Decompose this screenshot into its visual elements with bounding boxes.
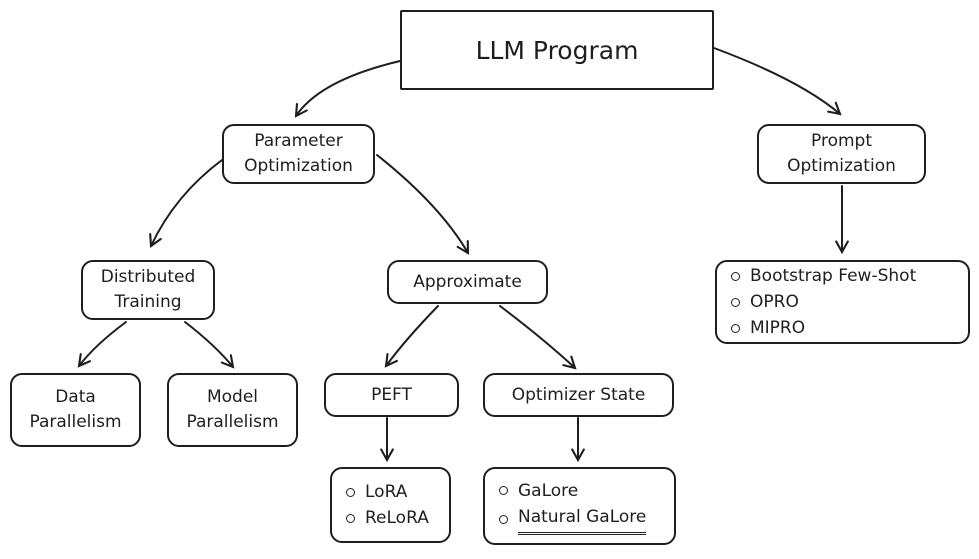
- root-label: LLM Program: [475, 35, 639, 65]
- distributed-training-line1: Distributed: [100, 267, 196, 287]
- prompt-methods-node: Bootstrap Few-Shot OPRO MIPRO: [715, 260, 970, 344]
- optimizer-method-galore: GaLore: [518, 480, 579, 501]
- peft-label: PEFT: [371, 384, 412, 405]
- edge-approximate-to-peft: [384, 305, 439, 368]
- list-item: Bootstrap Few-Shot: [731, 263, 916, 289]
- list-item: ReLoRA: [346, 505, 429, 531]
- prompt-optimization-line2: Optimization: [787, 156, 896, 176]
- list-item: MIPRO: [731, 315, 805, 341]
- model-parallelism-line2: Parallelism: [186, 412, 279, 432]
- distributed-training-line2: Training: [114, 292, 182, 312]
- prompt-method-bootstrap: Bootstrap Few-Shot: [750, 266, 917, 286]
- data-parallelism-line1: Data: [55, 387, 96, 407]
- distributed-training-node: Distributed Training: [81, 260, 215, 320]
- peft-method-lora: LoRA: [365, 482, 408, 502]
- peft-node: PEFT: [324, 373, 459, 417]
- optimizer-methods-node: GaLore Natural GaLore: [483, 467, 676, 545]
- parameter-optimization-line2: Optimization: [244, 156, 353, 176]
- optimizer-state-label: Optimizer State: [511, 384, 646, 405]
- bullet-icon: [499, 514, 508, 524]
- edge-parameter-to-approximate: [376, 154, 470, 255]
- approximate-label: Approximate: [413, 271, 522, 292]
- bullet-icon: [731, 271, 740, 281]
- parameter-optimization-node: Parameter Optimization: [222, 124, 375, 184]
- optimizer-state-node: Optimizer State: [483, 373, 674, 417]
- edge-distributed-to-data-parallelism: [77, 321, 127, 368]
- list-item: GaLore: [499, 478, 578, 504]
- list-item: Natural GaLore: [499, 504, 647, 535]
- parameter-optimization-line1: Parameter: [254, 131, 343, 151]
- model-parallelism-line1: Model: [206, 387, 259, 407]
- data-parallelism-node: Data Parallelism: [10, 373, 141, 447]
- prompt-method-opro: OPRO: [750, 292, 799, 312]
- prompt-optimization-line1: Prompt: [811, 131, 872, 151]
- list-item: LoRA: [346, 479, 407, 505]
- peft-method-relora: ReLoRA: [365, 508, 429, 528]
- approximate-node: Approximate: [387, 260, 548, 304]
- edge-distributed-to-model-parallelism: [184, 321, 235, 369]
- edge-approximate-to-optimizer-state: [499, 305, 577, 370]
- optimizer-method-natural-galore: Natural GaLore: [518, 504, 647, 535]
- bullet-icon: [731, 297, 740, 307]
- prompt-optimization-node: Prompt Optimization: [757, 124, 926, 184]
- bullet-icon: [731, 323, 740, 333]
- prompt-method-mipro: MIPRO: [750, 318, 806, 338]
- edge-root-to-prompt-optimization: [713, 47, 842, 116]
- list-item: OPRO: [731, 289, 799, 315]
- model-parallelism-node: Model Parallelism: [167, 373, 298, 447]
- bullet-icon: [499, 486, 508, 495]
- edge-parameter-to-distributed: [149, 159, 223, 248]
- bullet-icon: [346, 513, 355, 523]
- edge-root-to-parameter-optimization: [294, 60, 401, 118]
- data-parallelism-line2: Parallelism: [29, 412, 122, 432]
- peft-methods-node: LoRA ReLoRA: [330, 467, 451, 543]
- bullet-icon: [346, 487, 355, 497]
- root-node: LLM Program: [400, 10, 714, 90]
